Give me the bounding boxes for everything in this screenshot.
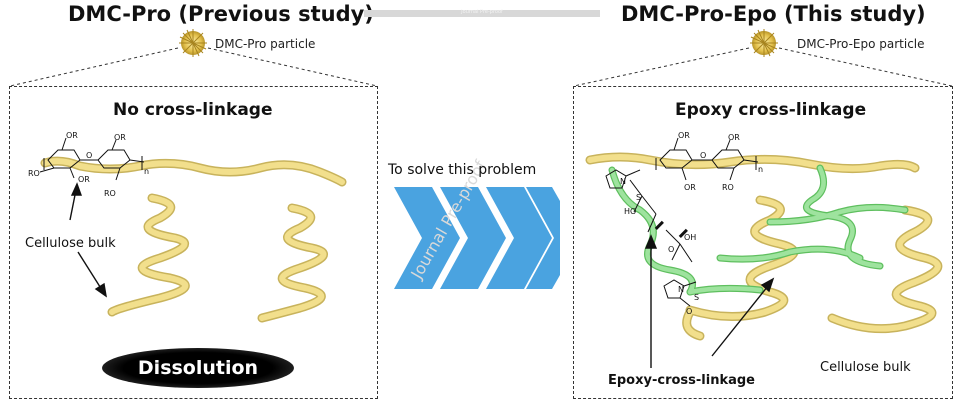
journal-preproof-bar: Journal Pre-proof — [364, 9, 600, 17]
chem-s: S — [694, 293, 699, 302]
right-panel — [573, 86, 953, 399]
right-cellulose-strands — [585, 152, 943, 341]
chem-o: O — [700, 151, 706, 160]
chem-or: OR — [678, 131, 690, 140]
dissolution-badge: Dissolution — [102, 348, 294, 388]
epoxy-crosslink-label: Epoxy-cross-linkage — [608, 373, 755, 388]
chem-o: O — [86, 151, 92, 160]
chem-ro: RO — [104, 189, 116, 198]
chem-o: O — [668, 245, 674, 254]
chem-ro: RO — [722, 183, 734, 192]
chem-nitrogen: N — [620, 177, 626, 186]
chem-or: OR — [66, 131, 78, 140]
solve-caption: To solve this problem — [388, 162, 537, 178]
chem-or: OR — [728, 133, 740, 142]
right-particle-label: DMC-Pro-Epo particle — [797, 37, 925, 51]
chem-ro: RO — [28, 169, 40, 178]
left-particle-icon — [179, 29, 207, 57]
left-particle-label: DMC-Pro particle — [215, 37, 316, 51]
left-projection-lines — [9, 47, 378, 87]
left-arrows — [69, 182, 107, 298]
chem-n: n — [144, 167, 149, 176]
left-cellulose-label: Cellulose bulk — [25, 236, 116, 251]
chem-nitrogen: N — [678, 285, 684, 294]
right-title: DMC-Pro-Epo (This study) — [621, 2, 926, 26]
chem-or: OR — [114, 133, 126, 142]
right-particle-icon — [750, 29, 778, 57]
left-cellulose-structure — [39, 137, 145, 181]
left-panel — [9, 86, 378, 399]
right-chem-labels: OR OR O OR RO n N S HO OH O N S O — [620, 131, 763, 316]
chem-ho: HO — [624, 207, 636, 216]
left-title: DMC-Pro (Previous study) — [68, 2, 374, 26]
right-panel-title: Epoxy cross-linkage — [675, 100, 867, 120]
left-chem-labels: OR OR RO OR RO O n — [28, 131, 149, 198]
left-cellulose-strands — [40, 156, 347, 323]
left-panel-title: No cross-linkage — [113, 100, 273, 120]
chem-or: OR — [684, 183, 696, 192]
right-cellulose-structure — [605, 137, 759, 307]
chem-n: n — [758, 165, 763, 174]
chem-s: S — [636, 193, 641, 202]
right-cellulose-label: Cellulose bulk — [820, 360, 911, 375]
blue-chevron-arrows — [394, 187, 560, 289]
chem-oh: OH — [684, 233, 696, 242]
right-arrows — [644, 234, 775, 368]
right-epoxy-markers — [654, 220, 688, 238]
journal-preproof-bar-text: Journal Pre-proof — [461, 9, 503, 15]
chem-or: OR — [78, 175, 90, 184]
right-crosslinks — [608, 164, 909, 296]
chem-o: O — [686, 307, 692, 316]
